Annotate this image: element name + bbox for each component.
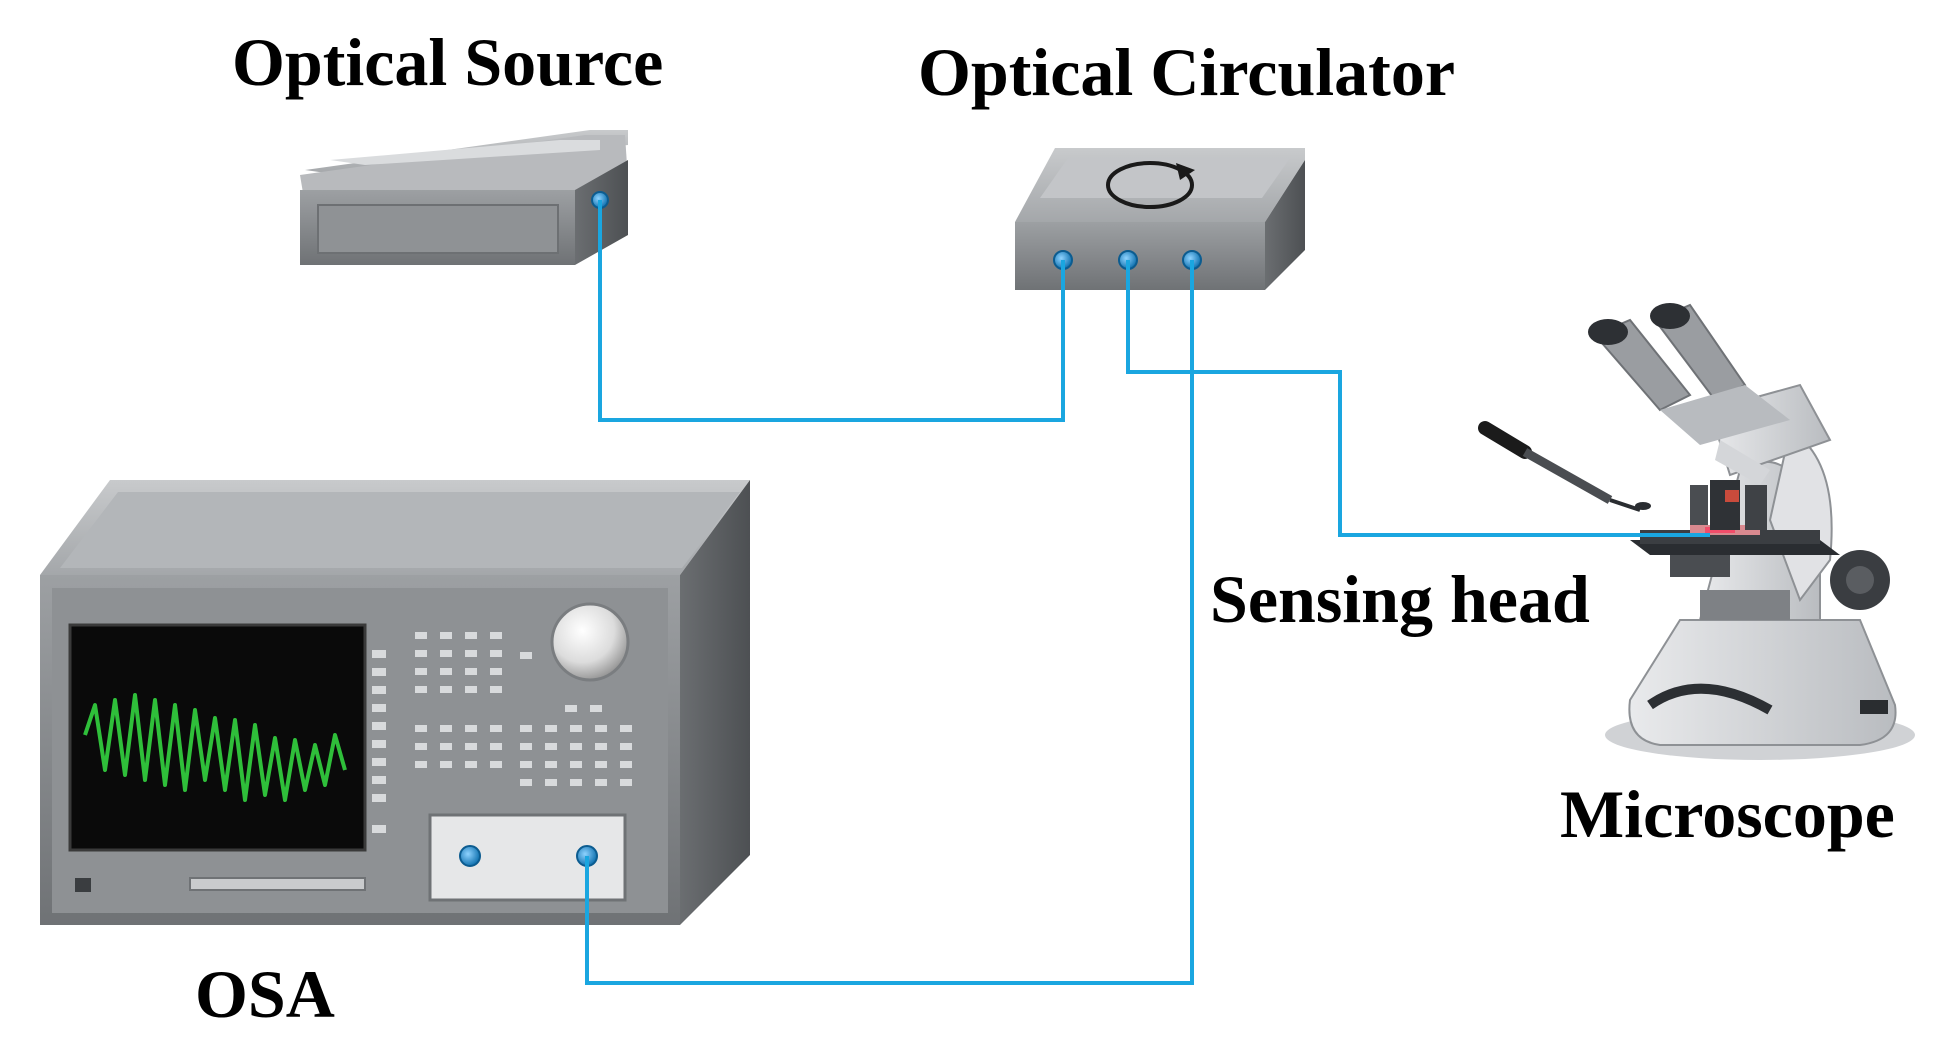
osa-label: OSA [195, 956, 335, 1032]
fiber-circulator-to-osa [585, 260, 1194, 985]
fiber-circulator-to-sensing-head [1126, 260, 1710, 537]
fiber-source-to-circulator [598, 200, 1065, 422]
osa-power-switch-icon [75, 878, 91, 892]
optical-source-label: Optical Source [232, 24, 664, 100]
osa-device [40, 480, 750, 925]
osa-spectrum-trace [83, 693, 347, 802]
microscope-eyepiece-left-icon [1588, 319, 1628, 345]
osa-left-button-column [372, 650, 386, 833]
sensing-head-label: Sensing head [1210, 561, 1590, 637]
optical-source-device [300, 130, 628, 265]
osa-keypad [415, 632, 632, 786]
microscope-eyepiece-right-icon [1650, 303, 1690, 329]
osa-drive-slot [189, 877, 366, 891]
fiber-connections [585, 200, 1710, 985]
osa-knob-icon [550, 602, 630, 682]
optical-circulator-label: Optical Circulator [918, 34, 1455, 110]
pipette-dropper-icon [1478, 421, 1651, 512]
osa-port-left-icon [459, 845, 481, 867]
optical-circulator-device [1015, 148, 1305, 290]
microscope-label: Microscope [1560, 776, 1895, 852]
circulator-arrow-icon [1106, 161, 1195, 209]
microscope-device [1588, 303, 1915, 760]
